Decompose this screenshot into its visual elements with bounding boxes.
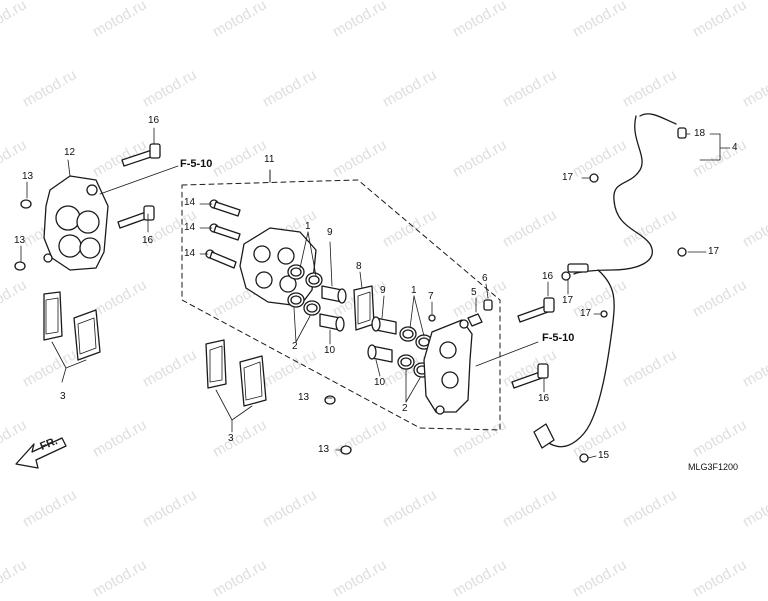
callout-1: 1 — [411, 285, 417, 296]
left-brake-pads — [43, 291, 101, 369]
diagram-code: MLG3F1200 — [688, 462, 739, 472]
callout-10: 10 — [374, 377, 386, 388]
callout-2: 2 — [402, 403, 408, 414]
callout-11: 11 — [264, 154, 275, 165]
callout-16: 16 — [148, 115, 160, 126]
reference-label: F-5-10 — [542, 332, 575, 344]
bleeder-parts — [428, 299, 493, 327]
callout-3: 3 — [228, 433, 234, 444]
callout-16: 16 — [142, 235, 154, 246]
seals-and-pistons-left — [287, 264, 347, 332]
middle-brake-pads — [205, 339, 267, 421]
left-caliper — [43, 175, 109, 271]
callout-16: 16 — [538, 393, 550, 404]
callout-10: 10 — [324, 345, 336, 356]
caliper-half-outer — [423, 319, 473, 415]
callout-14: 14 — [184, 222, 196, 233]
diagram-drawing — [14, 113, 731, 469]
callout-14: 14 — [184, 197, 196, 208]
bolts-14 — [205, 199, 241, 269]
callout-2: 2 — [292, 341, 298, 352]
pad-shim-8 — [353, 285, 375, 331]
callout-17: 17 — [562, 172, 574, 183]
front-arrow-icon — [15, 437, 67, 469]
callout-8: 8 — [356, 261, 362, 272]
assembly-outline — [181, 179, 501, 431]
callout-17: 17 — [562, 295, 574, 306]
callout-13: 13 — [14, 235, 26, 246]
sensor-wiring — [533, 113, 687, 463]
callout-17: 17 — [580, 308, 592, 319]
bolts-16-right — [511, 297, 555, 389]
callout-14: 14 — [184, 248, 196, 259]
bolts-16-left — [117, 143, 161, 229]
callout-13: 13 — [298, 392, 310, 403]
leader-lines — [20, 127, 731, 459]
reference-label: F-5-10 — [180, 158, 213, 170]
callout-1: 1 — [305, 221, 311, 232]
callout-13: 13 — [22, 171, 34, 182]
callout-9: 9 — [327, 227, 333, 238]
callout-4: 4 — [732, 142, 738, 153]
callout-15: 15 — [598, 450, 610, 461]
callout-9: 9 — [380, 285, 386, 296]
caliper-half-inner — [239, 227, 317, 307]
callout-7: 7 — [428, 291, 434, 302]
callout-12: 12 — [64, 147, 76, 158]
callout-13: 13 — [318, 444, 330, 455]
callout-6: 6 — [482, 273, 488, 284]
callout-5: 5 — [471, 287, 477, 298]
callout-3: 3 — [60, 391, 66, 402]
callout-18: 18 — [694, 128, 706, 139]
callout-16: 16 — [542, 271, 554, 282]
callout-17: 17 — [708, 246, 720, 257]
